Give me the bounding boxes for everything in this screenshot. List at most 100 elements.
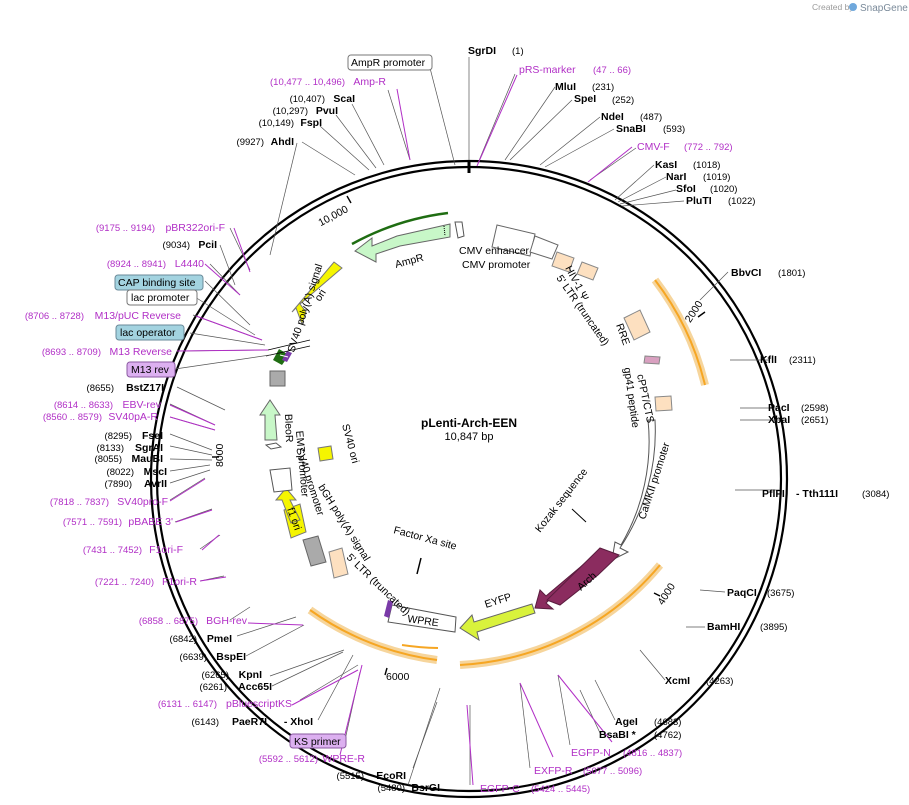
enzyme-name: FspI	[300, 117, 322, 129]
primer-name: M13/pUC Reverse	[95, 310, 182, 322]
enzyme-name: BsrGI	[411, 782, 440, 794]
enzyme-labels: SgrDI (1) MluI (231) SpeI (252) NdeI (48…	[87, 45, 890, 794]
primer-pos: (47 .. 66)	[593, 65, 631, 76]
plasmid-name: pLenti-Arch-EEN	[421, 416, 517, 430]
enzyme-pos: (5480)	[378, 783, 405, 794]
enzyme-name: SgrDI	[468, 45, 496, 57]
enzyme-name: NdeI	[601, 111, 624, 123]
plasmid-size: 10,847 bp	[445, 431, 494, 443]
enzyme-pos: (252)	[612, 95, 634, 106]
ks-primer-label: KS primer	[294, 736, 341, 748]
backbone-feature-arcs	[307, 211, 709, 669]
primer-name: EGFP-C	[480, 783, 520, 795]
snapgene-logo-icon	[849, 3, 857, 11]
cap-binding-site-label: CAP binding site	[118, 277, 196, 289]
enzyme-name: ScaI	[333, 93, 355, 105]
primer-name: Amp-R	[353, 76, 386, 88]
enzyme-name: EcoRI	[376, 770, 406, 782]
enzyme-name: PluTI	[686, 195, 712, 207]
enzyme-name: PciI	[198, 239, 217, 251]
enzyme-name: KasI	[655, 159, 677, 171]
enzyme-pos: (1018)	[693, 160, 720, 171]
primer-pos: (9175 .. 9194)	[96, 223, 155, 234]
enzyme-pos: (6143)	[192, 717, 219, 728]
primer-name: CMV-F	[637, 141, 670, 153]
enzyme-name: KflI	[760, 354, 777, 366]
enzyme-name: SgrAI	[135, 442, 163, 454]
feature-bleor: BleoR	[282, 414, 295, 443]
enzyme-name: SnaBI	[616, 123, 646, 135]
enzyme-name: PflFI	[762, 488, 785, 500]
enzyme-name: AgeI	[615, 716, 638, 728]
enzyme-pos: (1022)	[728, 196, 755, 207]
feature-cmv-enhancer: CMV enhancer	[459, 245, 530, 257]
primer-name: pRS-marker	[519, 64, 576, 76]
feature-ampr: AmpR	[394, 252, 426, 271]
enzyme-pos: (6639)	[180, 652, 207, 663]
enzyme-pos: (3895)	[760, 622, 787, 633]
m13-rev-label: M13 rev	[131, 364, 170, 376]
enzyme-name: - XhoI	[284, 716, 313, 728]
tick-label-10000: 10,000	[316, 203, 350, 229]
enzyme-pos: (3675)	[767, 588, 794, 599]
primer-name: EBV-rev	[122, 399, 161, 411]
enzyme-name: PmeI	[207, 633, 232, 645]
enzyme-pos: (593)	[663, 124, 685, 135]
leader-lines	[169, 57, 780, 786]
primer-pos: (8614 .. 8633)	[54, 400, 113, 411]
primer-pos: (6131 .. 6147)	[158, 699, 217, 710]
enzyme-pos: (1019)	[703, 172, 730, 183]
enzyme-name: MauBI	[132, 453, 164, 465]
enzyme-name: PaeR7I	[232, 716, 267, 728]
primer-name: pBR322ori-F	[165, 222, 225, 234]
primer-name: L4440	[175, 258, 204, 270]
primer-pos: (8560 .. 8579)	[43, 412, 102, 423]
enzyme-pos: (9034)	[163, 240, 190, 251]
lac-promoter-label: lac promoter	[131, 292, 190, 304]
enzyme-name: XbaI	[768, 414, 790, 426]
primer-labels: pRS-marker (47 .. 66) CMV-F (772 .. 792)…	[25, 64, 733, 795]
credit-created-by: Created by	[812, 2, 854, 12]
enzyme-name: NarI	[666, 171, 687, 183]
primer-pos: (7571 .. 7591)	[63, 517, 122, 528]
primer-pos: (5424 .. 5445)	[531, 784, 590, 795]
enzyme-pos: (10,149)	[259, 118, 294, 129]
enzyme-pos: (1)	[512, 46, 524, 57]
enzyme-pos: (4263)	[706, 676, 733, 687]
primer-pos: (8693 .. 8709)	[42, 347, 101, 358]
enzyme-name: SfoI	[676, 183, 696, 195]
enzyme-pos: (4683)	[654, 717, 681, 728]
primer-name: BGH-rev	[206, 615, 248, 627]
feature-wpre: WPRE	[407, 613, 440, 629]
enzyme-pos: (9927)	[237, 137, 264, 148]
credit-brand: SnapGene	[860, 3, 908, 14]
feature-kozak: Kozak sequence	[533, 466, 590, 535]
enzyme-pos: (4762)	[654, 730, 681, 741]
enzyme-pos: (3084)	[862, 489, 889, 500]
enzyme-name: BspEI	[216, 651, 246, 663]
enzyme-name: - Tth111I	[796, 488, 838, 500]
primer-pos: (8706 .. 8728)	[25, 311, 84, 322]
enzyme-name: BamHI	[707, 621, 740, 633]
enzyme-name: BbvCI	[731, 267, 761, 279]
primer-pos: (6858 .. 6875)	[139, 616, 198, 627]
feature-ori: ori	[312, 287, 328, 303]
primer-pos: (7221 .. 7240)	[95, 577, 154, 588]
lac-operator-label: lac operator	[120, 327, 176, 339]
enzyme-pos: (1801)	[778, 268, 805, 279]
enzyme-name: AhdI	[271, 136, 294, 148]
enzyme-pos: (8655)	[87, 383, 114, 394]
primer-pos: (10,477 .. 10,496)	[270, 77, 345, 88]
primer-pos: (8924 .. 8941)	[107, 259, 166, 270]
enzyme-pos: (10,407)	[290, 94, 325, 105]
enzyme-pos: (6261)	[200, 682, 227, 693]
enzyme-name: FseI	[142, 430, 163, 442]
enzyme-name: BsaBI *	[599, 729, 637, 741]
primer-pos: (7818 .. 7837)	[50, 497, 109, 508]
feature-sv40-polya: SV40 poly(A) signal	[285, 263, 325, 354]
enzyme-pos: (2598)	[801, 403, 828, 414]
enzyme-name: XcmI	[665, 675, 690, 687]
enzyme-pos: (487)	[640, 112, 662, 123]
enzyme-pos: (10,297)	[273, 106, 308, 117]
